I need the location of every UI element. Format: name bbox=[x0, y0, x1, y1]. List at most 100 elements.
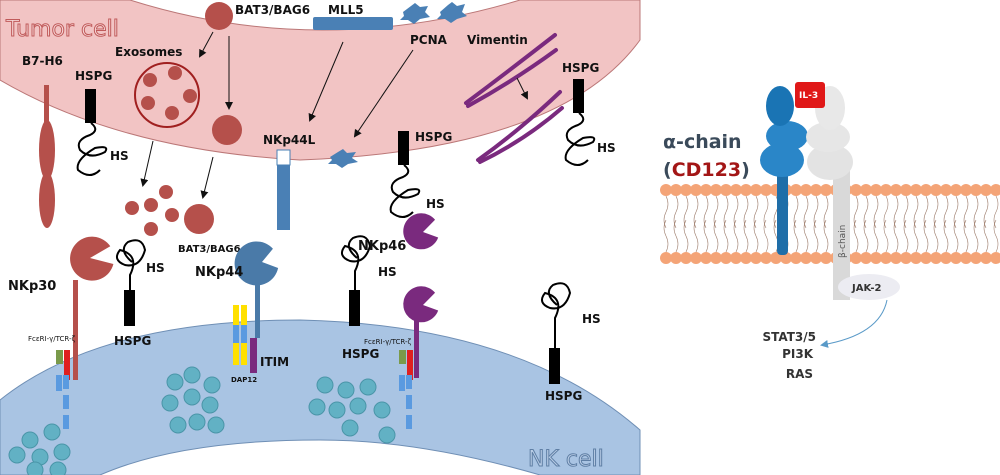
lipid-head bbox=[870, 184, 882, 196]
lipid-head bbox=[710, 184, 722, 196]
pcna-protein bbox=[328, 149, 358, 168]
hspg-tumor-1: HSPG HS bbox=[75, 69, 129, 176]
mll5-label: MLL5 bbox=[328, 3, 364, 17]
lipid-head bbox=[690, 252, 702, 264]
nk-cell-label: NK cell bbox=[528, 447, 604, 472]
fc-chain-label-1: FcεRI-γ/TCR-ζ bbox=[28, 335, 75, 343]
cd123-text: CD123 bbox=[672, 159, 741, 181]
hspg-label: HSPG bbox=[415, 130, 452, 144]
fc-chain-adaptor bbox=[56, 350, 70, 429]
lipid-tail bbox=[813, 219, 819, 253]
tumor-cell-label: Tumor cell bbox=[5, 17, 119, 42]
lipid-head bbox=[790, 184, 802, 196]
lipid-tail bbox=[923, 219, 929, 253]
nkp44-receptor bbox=[234, 241, 279, 373]
lipid-tail bbox=[913, 219, 919, 253]
lipid-tail bbox=[903, 219, 909, 253]
hspg-nk-2: HS HSPG bbox=[340, 235, 397, 361]
lipid-head bbox=[790, 252, 802, 264]
lipid-head bbox=[720, 252, 732, 264]
nkp30-receptor bbox=[70, 236, 114, 380]
hs-label: HS bbox=[597, 141, 616, 155]
pcna-protein bbox=[400, 3, 430, 24]
lipid-head bbox=[730, 252, 742, 264]
lipid-head bbox=[690, 184, 702, 196]
nkp44l-label: NKp44L bbox=[263, 133, 316, 147]
jak2-label: JAK-2 bbox=[851, 283, 881, 294]
lipid-tail bbox=[823, 219, 829, 253]
arrow bbox=[199, 31, 214, 58]
lipid-head bbox=[670, 252, 682, 264]
jak2 bbox=[838, 274, 900, 300]
lipid-head bbox=[820, 184, 832, 196]
lipid-head bbox=[680, 184, 692, 196]
lipid-tail bbox=[933, 219, 939, 253]
lipid-tail bbox=[983, 219, 989, 253]
lipid-tail bbox=[943, 219, 949, 253]
lipid-tail bbox=[733, 219, 739, 253]
alpha-chain-label: α-chain bbox=[663, 131, 742, 153]
hs-label: HS bbox=[426, 197, 445, 211]
lipid-head bbox=[880, 184, 892, 196]
lipid-tail bbox=[853, 219, 859, 253]
hspg-label: HSPG bbox=[562, 61, 599, 75]
hs-label: HS bbox=[146, 261, 165, 275]
lipid-tail bbox=[713, 219, 719, 253]
cytotoxic-granules bbox=[8, 366, 396, 475]
lipid-head bbox=[880, 252, 892, 264]
lipid-head bbox=[910, 184, 922, 196]
lipid-tail bbox=[743, 219, 749, 253]
lipid-tail bbox=[683, 219, 689, 253]
lipid-head bbox=[670, 184, 682, 196]
nk-cell bbox=[0, 319, 641, 475]
lipid-head bbox=[970, 252, 982, 264]
lipid-tail bbox=[893, 219, 899, 253]
lipid-head bbox=[890, 184, 902, 196]
lipid-tail bbox=[663, 219, 669, 253]
hspg-label: HSPG bbox=[114, 334, 151, 348]
vimentin-filament bbox=[464, 33, 564, 164]
nkp44-label: NKp44 bbox=[195, 265, 243, 280]
lipid-head bbox=[900, 252, 912, 264]
mll5-protein bbox=[313, 17, 393, 30]
hspg-nk-1: HS HSPG bbox=[114, 239, 165, 348]
arrow bbox=[353, 49, 414, 138]
lipid-tail bbox=[763, 219, 769, 253]
b7h6-label: B7-H6 bbox=[22, 54, 63, 68]
lipid-tail bbox=[693, 219, 699, 253]
hspg-tumor-2: HSPG HS bbox=[389, 130, 452, 218]
dap12-label: DAP12 bbox=[231, 376, 257, 384]
lipid-head bbox=[860, 184, 872, 196]
arrow bbox=[140, 140, 154, 187]
lipid-tail bbox=[863, 219, 869, 253]
nkp46-receptor bbox=[403, 213, 439, 378]
pcna-protein bbox=[437, 2, 467, 23]
lipid-head bbox=[660, 252, 672, 264]
nkp44l-head bbox=[276, 149, 291, 166]
lipid-head bbox=[870, 252, 882, 264]
dap12-adaptor bbox=[233, 305, 247, 365]
lipid-head bbox=[930, 252, 942, 264]
hs-label: HS bbox=[110, 149, 129, 163]
lipid-head bbox=[890, 252, 902, 264]
hs-label: HS bbox=[378, 265, 397, 279]
lipid-head bbox=[990, 252, 1000, 264]
lipid-head bbox=[800, 252, 812, 264]
b7h6-protein bbox=[39, 85, 55, 228]
lipid-tail bbox=[873, 219, 879, 253]
lipid-head bbox=[970, 184, 982, 196]
exosomes-label: Exosomes bbox=[115, 45, 182, 59]
nkp44l-stalk bbox=[277, 165, 290, 230]
nkp46-label: NKp46 bbox=[358, 239, 406, 254]
lipid-head bbox=[850, 252, 862, 264]
lipid-tail bbox=[673, 219, 679, 253]
lipid-tail bbox=[803, 219, 809, 253]
lipid-head bbox=[750, 184, 762, 196]
lipid-head bbox=[980, 252, 992, 264]
lipid-head bbox=[810, 252, 822, 264]
hspg-tumor-3: HSPG HS bbox=[562, 61, 616, 166]
lipid-tail bbox=[723, 219, 729, 253]
lipid-head bbox=[810, 184, 822, 196]
fc-chain-adaptor bbox=[399, 350, 413, 429]
